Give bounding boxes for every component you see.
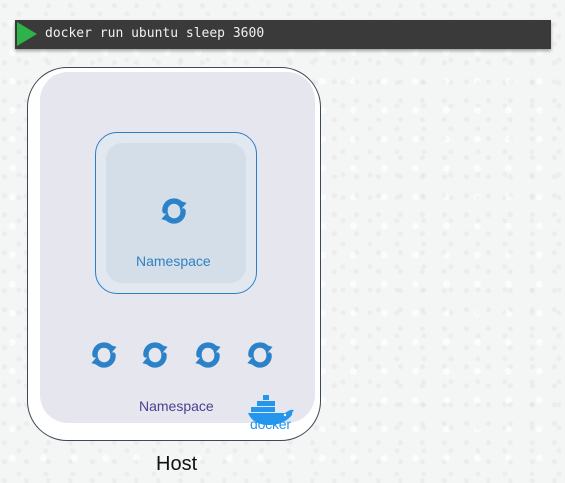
command-bar: docker run ubuntu sleep 3600 — [15, 20, 551, 49]
play-icon — [17, 22, 37, 46]
container-namespace-label: Namespace — [136, 253, 211, 269]
docker-whale-icon — [248, 395, 294, 425]
sync-icon — [91, 342, 117, 368]
container-namespace-box — [95, 132, 257, 294]
sync-icon — [195, 342, 221, 368]
sync-icon — [142, 342, 168, 368]
host-label: Host — [156, 453, 198, 475]
container-namespace-fill — [106, 143, 246, 283]
host-namespace-label: Namespace — [139, 398, 214, 414]
sync-icon — [247, 342, 273, 368]
docker-logo-text: docker — [250, 416, 291, 432]
command-text: docker run ubuntu sleep 3600 — [45, 26, 265, 41]
sync-icon — [161, 198, 187, 224]
